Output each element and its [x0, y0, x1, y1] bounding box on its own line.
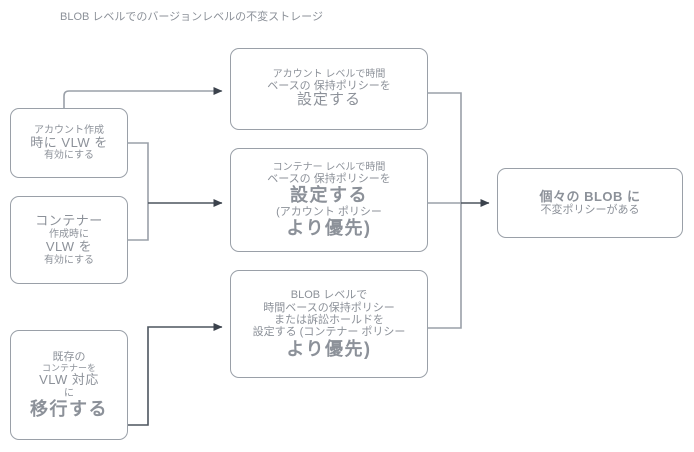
node-migrate-existing[interactable]: 既存の コンテナーを VLW 対応 に 移行する	[10, 330, 128, 440]
node-container-policy-line-3: 設定する	[290, 185, 368, 206]
node-account-policy-line-2: ベースの 保持ポリシーを	[267, 80, 391, 93]
node-account-vlw-line-1: アカウント作成	[34, 124, 104, 136]
connector-account-policy-to-right-bus	[428, 92, 462, 203]
node-blob-immutable-line-2: 不変ポリシーがある	[540, 204, 640, 217]
node-container-vlw[interactable]: コンテナー 作成時に VLW を 有効にする	[10, 196, 128, 284]
node-container-policy[interactable]: コンテナー レベルで時間 ベースの 保持ポリシーを 設定する (アカウント ポリ…	[230, 148, 428, 252]
node-migrate-existing-line-3: VLW 対応	[39, 372, 99, 388]
connector-account-vlw-to-account-policy	[63, 87, 223, 108]
node-blob-immutable-line-1: 個々の BLOB に	[539, 188, 641, 204]
connector-left-bus-upper	[128, 142, 149, 203]
node-container-policy-line-5: より優先)	[286, 217, 372, 238]
node-blob-policy[interactable]: BLOB レベルで 時間ベースの保持ポリシー または訴訟ホールドを 設定する (…	[230, 270, 428, 378]
node-account-vlw-line-2: 時に VLW を	[30, 134, 108, 150]
node-container-policy-line-1: コンテナー レベルで時間	[272, 161, 386, 173]
node-container-policy-line-4: (アカウント ポリシー	[276, 205, 382, 218]
node-container-vlw-line-1: コンテナー	[35, 213, 103, 229]
node-account-vlw[interactable]: アカウント作成 時に VLW を 有効にする	[10, 108, 128, 178]
node-container-vlw-line-2: 作成時に	[49, 228, 89, 240]
connector-blob-policy-to-right-bus	[428, 203, 462, 329]
node-container-vlw-line-4: 有効にする	[43, 254, 95, 266]
node-account-policy-line-3: 設定する	[296, 91, 361, 109]
connector-container-vlw-to-bus	[128, 203, 149, 241]
connector-migrate-to-blob-policy	[128, 323, 223, 426]
node-blob-policy-line-5: より優先)	[286, 338, 372, 359]
node-migrate-existing-line-1: 既存の	[52, 350, 86, 363]
node-account-policy-line-1: アカウント レベルで時間	[272, 68, 386, 80]
node-container-policy-line-2: ベースの 保持ポリシーを	[267, 173, 391, 186]
node-blob-immutable[interactable]: 個々の BLOB に 不変ポリシーがある	[497, 168, 683, 238]
node-account-policy[interactable]: アカウント レベルで時間 ベースの 保持ポリシーを 設定する	[230, 48, 428, 130]
node-migrate-existing-line-5: 移行する	[30, 398, 108, 419]
node-migrate-existing-line-2: コンテナーを	[41, 363, 96, 374]
node-blob-policy-line-4: 設定する (コンテナー ポリシー	[252, 326, 406, 339]
node-blob-policy-line-3: または訴訟ホールドを	[274, 313, 384, 326]
node-blob-policy-line-2: 時間ベースの保持ポリシー	[263, 301, 395, 314]
node-container-vlw-line-3: VLW を	[45, 239, 93, 254]
node-migrate-existing-line-4: に	[64, 387, 74, 399]
node-account-vlw-line-3: 有効にする	[43, 150, 95, 162]
node-blob-policy-line-1: BLOB レベルで	[290, 289, 368, 302]
page-title: BLOB レベルでのバージョンレベルの不変ストレージ	[60, 11, 323, 23]
